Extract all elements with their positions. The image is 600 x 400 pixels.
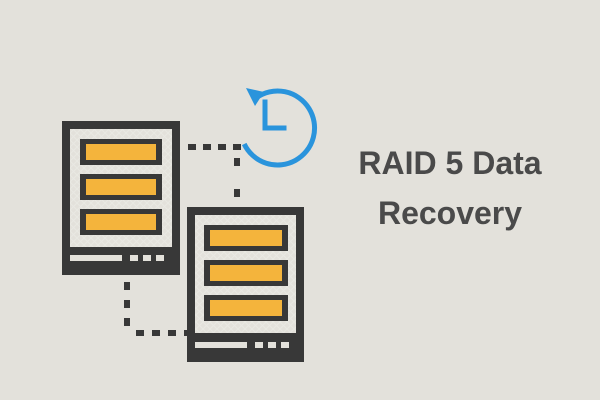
history-clock-icon xyxy=(241,88,318,168)
dotted-connector-bottom xyxy=(124,282,188,336)
server-left-icon xyxy=(62,121,180,275)
title-line-2: Recovery xyxy=(377,195,523,231)
title-line-1: RAID 5 Data xyxy=(358,145,542,181)
server-right-icon xyxy=(187,207,304,362)
dotted-connector-top xyxy=(188,144,241,197)
page-title: RAID 5 Data Recovery xyxy=(320,138,580,238)
